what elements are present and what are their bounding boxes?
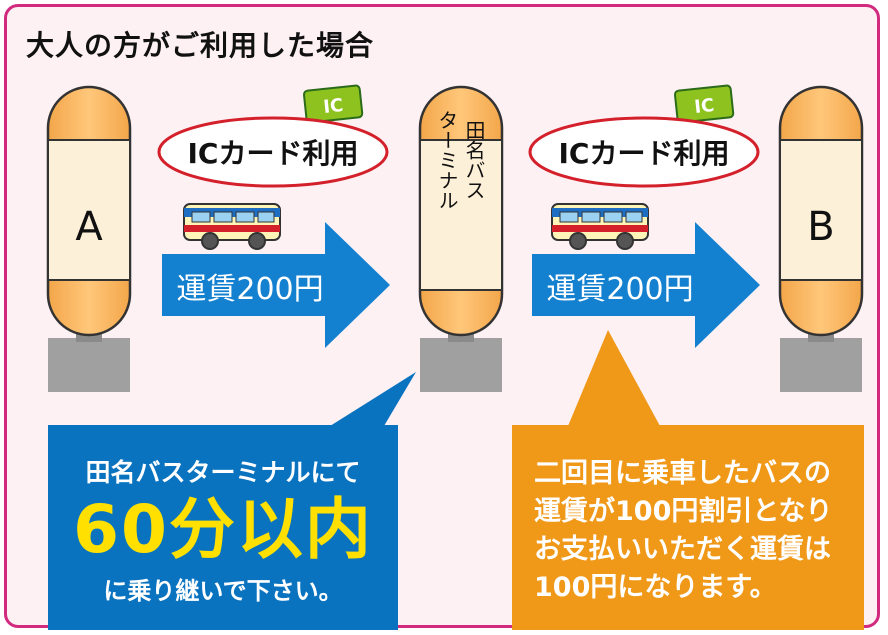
discount-explanation-callout: 二回目に乗車したバスの 運賃が100円割引となり お支払いいただく運賃は 100… <box>512 425 864 630</box>
bus-stop-b: B <box>778 85 864 392</box>
transfer-location-text: 田名バスターミナルにて <box>85 458 361 487</box>
orange-callout-pointer <box>568 330 660 426</box>
discount-line-4: 100円になります。 <box>534 572 777 603</box>
discount-line-3: お支払いいただく運賃は <box>534 534 831 565</box>
transfer-time-limit: 60分以内 <box>73 491 373 568</box>
bus-stop-tana-terminal: 田名バス ターミナル <box>418 85 504 392</box>
ic-usage-label: ICカード利用 <box>188 137 359 170</box>
ic-usage-oval-2 <box>528 116 760 188</box>
fare-label-1: 運賃200円 <box>176 272 323 307</box>
ic-card-icon: IC <box>302 84 364 124</box>
discount-line-1: 二回目に乗車したバスの <box>534 458 831 489</box>
discount-line-2: 運賃が100円割引となり <box>534 496 833 527</box>
bus-icon-segment-1 <box>183 203 281 250</box>
ic-card-segment-2: IC ICカード利用 <box>528 84 760 188</box>
fare-arrow-1: 運賃200円 <box>162 222 390 348</box>
page-title: 大人の方がご利用した場合 <box>26 29 375 62</box>
fare-label-2: 運賃200円 <box>546 272 693 307</box>
stop-b-label: B <box>807 204 834 250</box>
svg-text:IC: IC <box>322 95 344 118</box>
blue-callout-pointer <box>330 372 416 426</box>
terminal-name-line2: ターミナル <box>435 110 459 210</box>
bus-icon-segment-2 <box>551 203 649 250</box>
transfer-instruction-text: に乗り継いで下さい。 <box>103 577 343 605</box>
terminal-name-line1: 田名バス <box>462 120 486 200</box>
transfer-time-callout: 田名バスターミナルにて 60分以内 に乗り継いで下さい。 <box>48 425 398 630</box>
ic-usage-label-2: ICカード利用 <box>559 137 730 170</box>
stop-a-label: A <box>75 204 103 250</box>
ic-card-icon-2: IC <box>673 84 735 124</box>
ic-card-segment-1: IC ICカード利用 <box>157 84 389 188</box>
fare-arrow-2: 運賃200円 <box>532 222 760 348</box>
svg-text:IC: IC <box>693 95 715 118</box>
ic-usage-oval <box>157 116 389 188</box>
bus-stop-a: A <box>46 85 132 392</box>
